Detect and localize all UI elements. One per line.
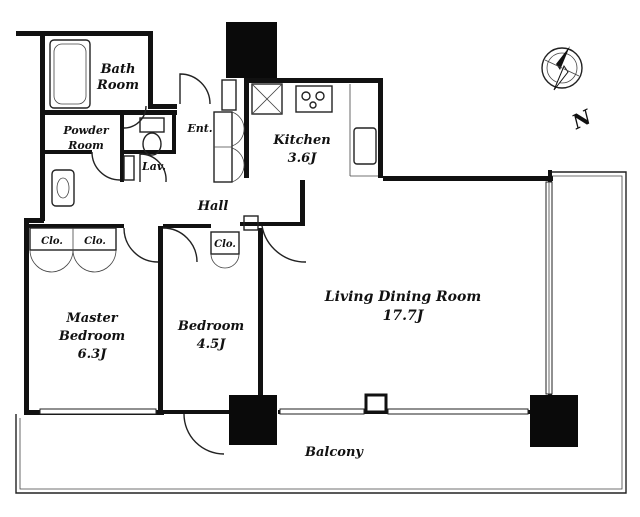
bathtub [49, 39, 91, 109]
toilet [139, 117, 165, 156]
column-top [226, 22, 277, 78]
column-bottom-right [530, 395, 578, 447]
kitchen-fixtures [251, 83, 378, 177]
window-right [545, 181, 553, 395]
lav-label: Lav. [141, 160, 166, 173]
doors [29, 73, 307, 455]
column-bottom-left [229, 395, 277, 445]
master-bedroom-label-1: Master [65, 311, 118, 326]
compass-needle-south [553, 64, 569, 91]
structural-columns [226, 22, 578, 447]
master-bedroom-size: 6.3J [78, 347, 108, 362]
bath-room-label-2: Room [96, 78, 139, 93]
window-bottom [39, 408, 529, 415]
lav-shelf [123, 155, 135, 181]
compass-north-label: N [567, 104, 595, 134]
living-dining-room-size: 17.7J [383, 308, 425, 324]
bedroom-size: 4.5J [197, 337, 227, 352]
closet-label-2: Clo. [84, 236, 106, 247]
entrance-label: Ent. [186, 122, 212, 135]
hall-label: Hall [197, 199, 229, 214]
powder-room-label-1: Powder [62, 124, 109, 137]
kitchen-size: 3.6J [288, 151, 318, 166]
room-labels: Bath Room Powder Room Lav. Ent. Kitchen … [41, 62, 481, 460]
balcony-outline [15, 171, 627, 494]
compass: N [541, 46, 596, 134]
living-dining-room-label: Living Dining Room [324, 289, 481, 305]
closet-label-3: Clo. [214, 239, 236, 250]
bedroom-label: Bedroom [177, 319, 244, 334]
compass-needle-north [556, 46, 570, 70]
master-bedroom-label-2: Bedroom [58, 329, 125, 344]
pillar-box [364, 393, 388, 414]
balcony-label: Balcony [304, 445, 364, 460]
powder-sink [51, 169, 75, 207]
bath-room-label-1: Bath [100, 62, 136, 77]
closet-label-1: Clo. [41, 236, 63, 247]
powder-room-label-2: Room [67, 139, 103, 152]
kitchen-label: Kitchen [272, 133, 330, 148]
